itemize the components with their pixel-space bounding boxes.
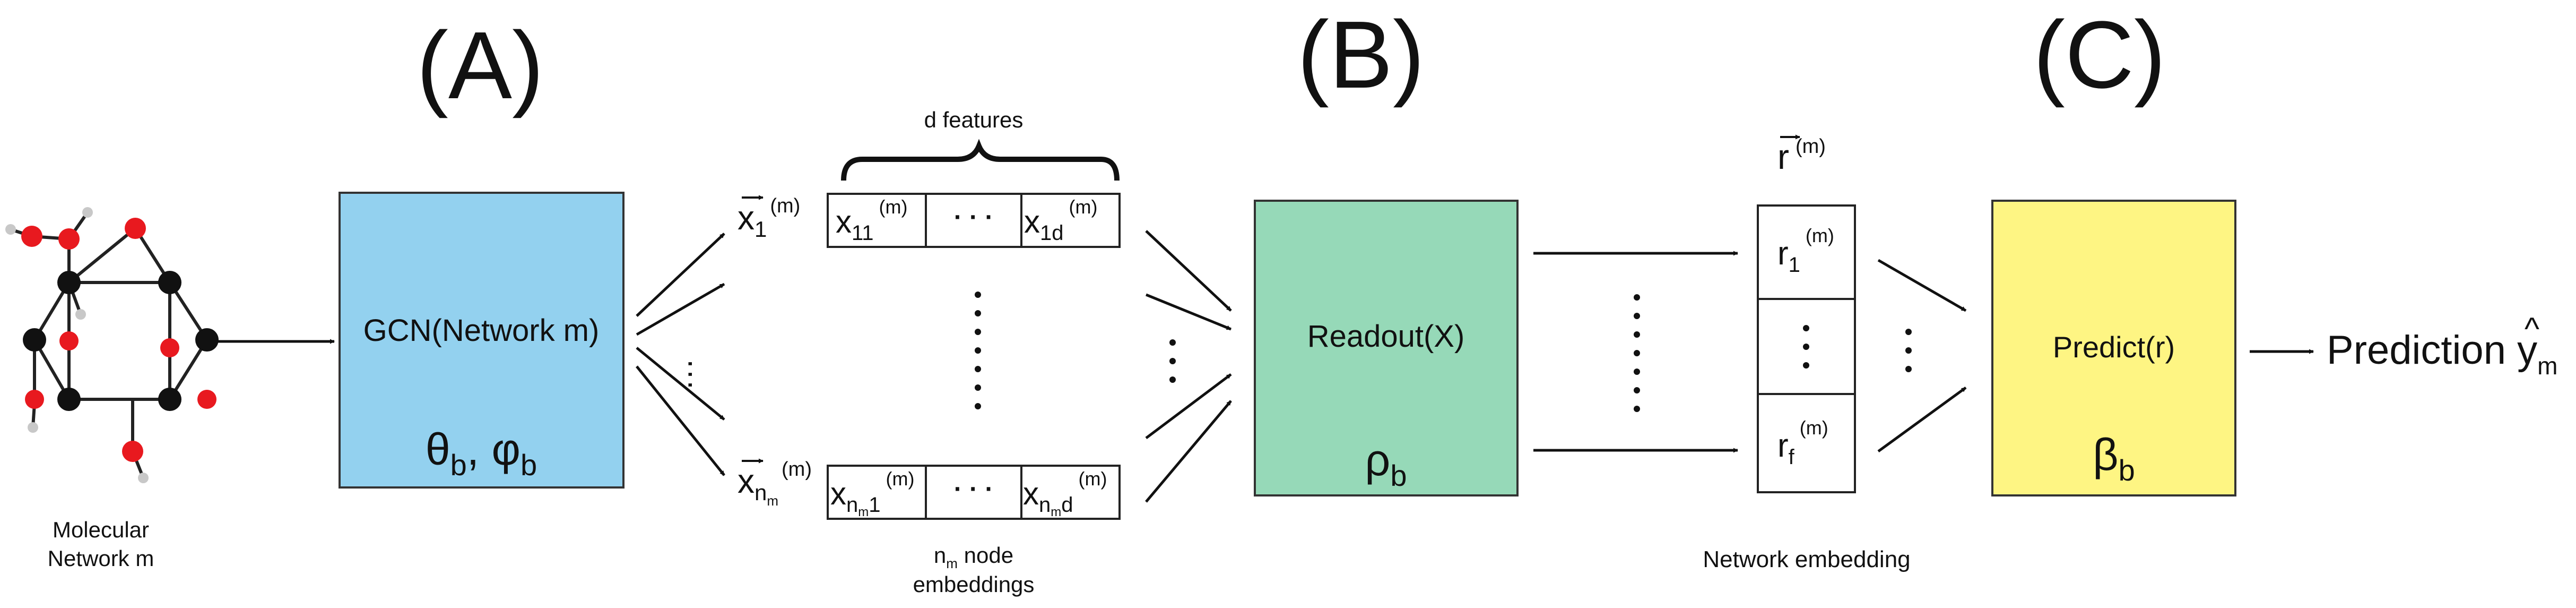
atom	[125, 218, 146, 239]
readout-to-embedding-arrows	[1533, 251, 1738, 453]
atom	[23, 328, 46, 352]
svg-text:x1(m): x1(m)	[738, 195, 800, 242]
molecule-label-line1: Molecular	[53, 517, 149, 542]
embedding-middle-dots	[1803, 325, 1809, 369]
readout-param: ρb	[1365, 435, 1407, 492]
embeddings-label-line2: embeddings	[913, 572, 1035, 597]
cell-x1d: x1d(m)	[1024, 196, 1097, 245]
section-b-title: (B)	[1297, 2, 1425, 108]
atom	[5, 224, 16, 235]
network-embedding-label: Network embedding	[1703, 546, 1910, 572]
readout-input-dots	[1169, 339, 1176, 383]
gcn-params: θb, φb	[426, 424, 537, 482]
atom	[75, 309, 86, 320]
atom	[57, 271, 81, 294]
cell-dots-bottom: · · ·	[954, 475, 994, 503]
features-brace	[841, 139, 1120, 181]
atom	[57, 388, 81, 411]
svg-text:r(m): r(m)	[1777, 135, 1826, 176]
atom	[82, 207, 93, 218]
cell-dots-top: · · ·	[954, 203, 994, 232]
vertical-dots: ···	[675, 358, 710, 390]
cell-r1: r1(m)	[1777, 225, 1834, 277]
atom	[158, 271, 181, 294]
matrix-vertical-dots	[975, 292, 981, 409]
cell-x11: x11(m)	[836, 196, 908, 245]
matrix-to-readout-arrows	[1145, 230, 1232, 503]
atom	[195, 328, 219, 352]
atom	[138, 473, 149, 483]
embedding-to-predict-arrows	[1877, 259, 1967, 453]
cell-xn1: xnm1(m)	[830, 468, 914, 519]
embedding-column	[1757, 204, 1856, 493]
atom	[197, 390, 216, 409]
section-c-title: (C)	[2033, 2, 2166, 108]
predict-label: Predict(r)	[2053, 330, 2175, 364]
embeddings-label-line1: nm node	[934, 543, 1013, 571]
atom	[158, 388, 181, 411]
gcn-box	[339, 192, 625, 489]
atom	[59, 331, 79, 350]
readout-box	[1254, 200, 1519, 496]
atom	[160, 338, 179, 357]
atom	[21, 226, 42, 247]
matrix-row-top	[827, 193, 1121, 248]
prediction-hat: ^	[2525, 311, 2539, 347]
section-a-title: (A)	[417, 12, 544, 119]
vector-r-label: r(m)	[1777, 134, 1826, 176]
gcn-output-arrows	[636, 233, 725, 476]
gcn-label: GCN(Network m)	[363, 313, 600, 348]
cell-rf: rf(m)	[1777, 417, 1828, 469]
molecule-label-line2: Network m	[48, 546, 154, 571]
predict-param: βb	[2093, 430, 2135, 487]
matrix-row-bottom	[827, 465, 1121, 520]
readout-output-dots	[1634, 294, 1640, 412]
prediction-label: Prediction ym	[2327, 328, 2557, 380]
atom	[58, 228, 80, 250]
molecule-graph	[5, 207, 219, 483]
cell-xnd: xnmd(m)	[1023, 468, 1107, 519]
vector-x1: x1(m)	[738, 195, 800, 242]
atom	[28, 422, 38, 433]
vector-xn: xnm(m)	[738, 458, 812, 509]
features-label: d features	[924, 107, 1024, 132]
readout-label: Readout(X)	[1307, 319, 1465, 354]
predict-input-dots	[1905, 329, 1912, 372]
svg-text:xnm(m): xnm(m)	[738, 458, 812, 509]
predict-box	[1991, 200, 2236, 496]
atom	[25, 390, 44, 409]
atom	[122, 441, 143, 462]
